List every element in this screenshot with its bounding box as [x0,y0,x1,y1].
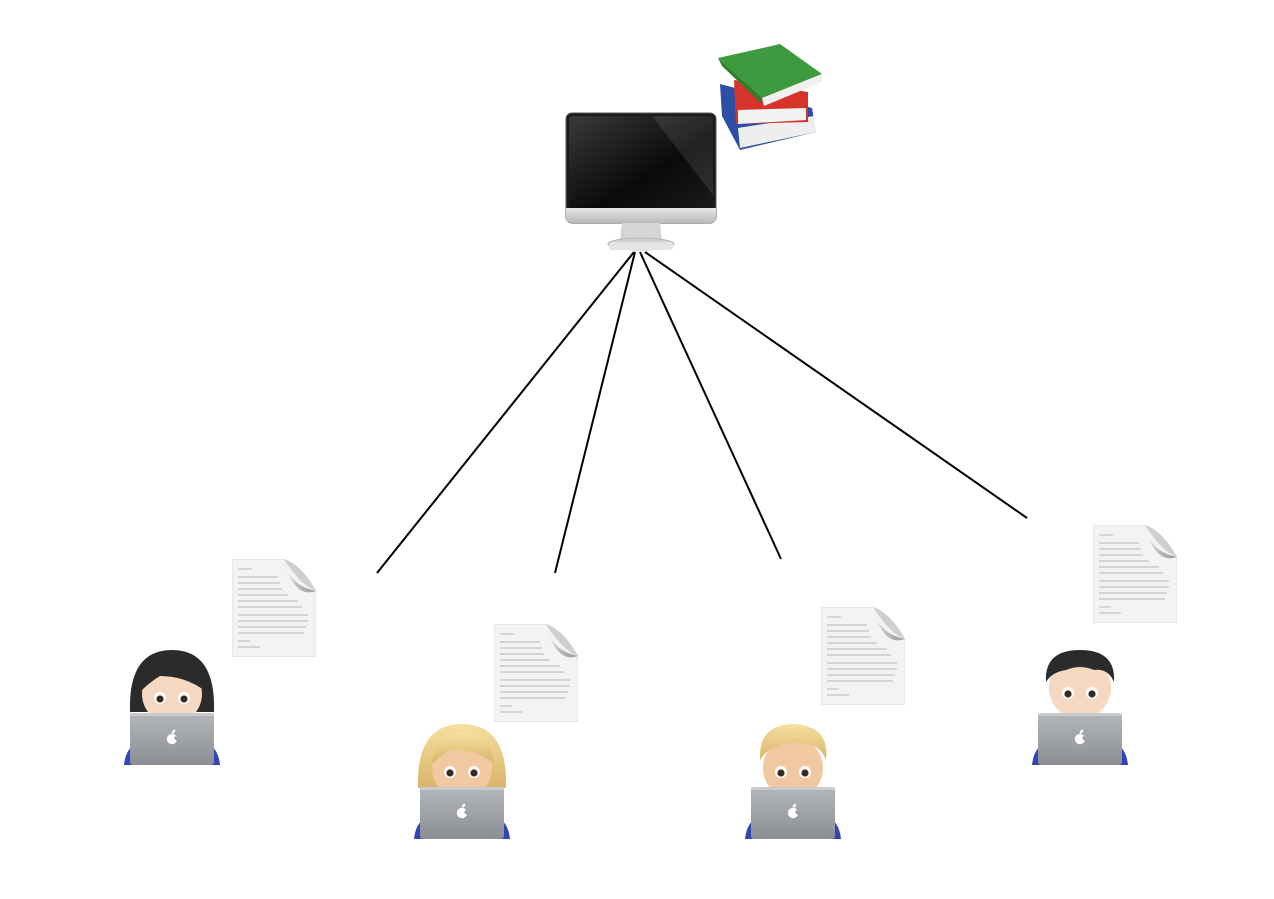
document-page-icon [1093,525,1177,623]
connection-line-1 [376,251,635,574]
desktop-computer-icon [565,112,717,251]
technologist-man-dark-hair-icon [1032,650,1128,765]
technologist-woman-dark-hair-icon [124,650,220,765]
document-page-icon [232,559,316,657]
technologist-woman-blond-hair-icon [414,724,510,839]
books-icon [718,44,822,150]
connection-line-4 [644,251,1028,519]
connection-line-3 [639,251,782,560]
technologist-man-blond-hair-icon [745,724,841,839]
connection-lines [376,251,1028,574]
document-page-icon [494,624,578,722]
connection-line-2 [554,251,636,574]
document-page-icon [821,607,905,705]
